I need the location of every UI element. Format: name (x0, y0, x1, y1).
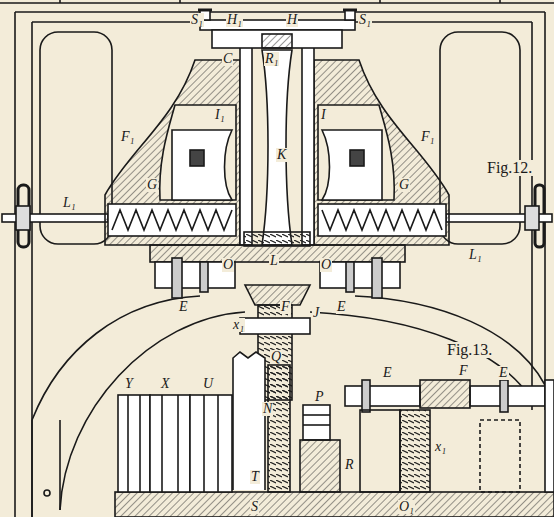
part-letter: Y (124, 377, 134, 391)
figure-caption: Fig.13. (446, 342, 493, 358)
part-letter: G (398, 178, 410, 192)
part-letter: U (202, 377, 214, 391)
part-letter: x₁ (232, 318, 245, 332)
part-letter: Q (270, 350, 282, 364)
part-letter: R₁ (264, 52, 279, 66)
part-letter: S₁ (358, 13, 372, 27)
part-letter: O (222, 258, 234, 272)
part-letter: I₁ (214, 108, 226, 122)
part-letter: G (146, 178, 158, 192)
part-letter: S (250, 500, 259, 514)
part-letter: K (276, 148, 287, 162)
part-letter: I (320, 108, 327, 122)
part-letter: F₁ (120, 130, 135, 144)
part-letter: L₁ (62, 196, 77, 210)
part-letter: F (280, 300, 291, 314)
part-letter: T (250, 470, 260, 484)
part-letter: O₁ (398, 500, 415, 514)
part-letter: R (344, 458, 355, 472)
part-letter: H (286, 13, 298, 27)
part-letter: H₁ (226, 13, 243, 27)
part-letter: C (222, 52, 233, 66)
part-letter: O (320, 258, 332, 272)
part-letter: F₁ (420, 130, 435, 144)
part-letter: N (262, 402, 273, 416)
part-letter: L (269, 254, 279, 268)
part-letter: E (336, 300, 347, 314)
part-letter: S₁ (190, 13, 204, 27)
part-letter: x₁ (434, 440, 447, 454)
part-letter: E (498, 366, 509, 380)
part-letter: L₁ (468, 248, 483, 262)
figure-caption: Fig.12. (486, 160, 533, 176)
part-letter: X (160, 377, 171, 391)
part-letter: E (178, 300, 189, 314)
part-letter: F (458, 364, 469, 378)
part-letter: J (312, 306, 320, 320)
part-letter: E (382, 366, 393, 380)
part-letter: P (314, 390, 325, 404)
